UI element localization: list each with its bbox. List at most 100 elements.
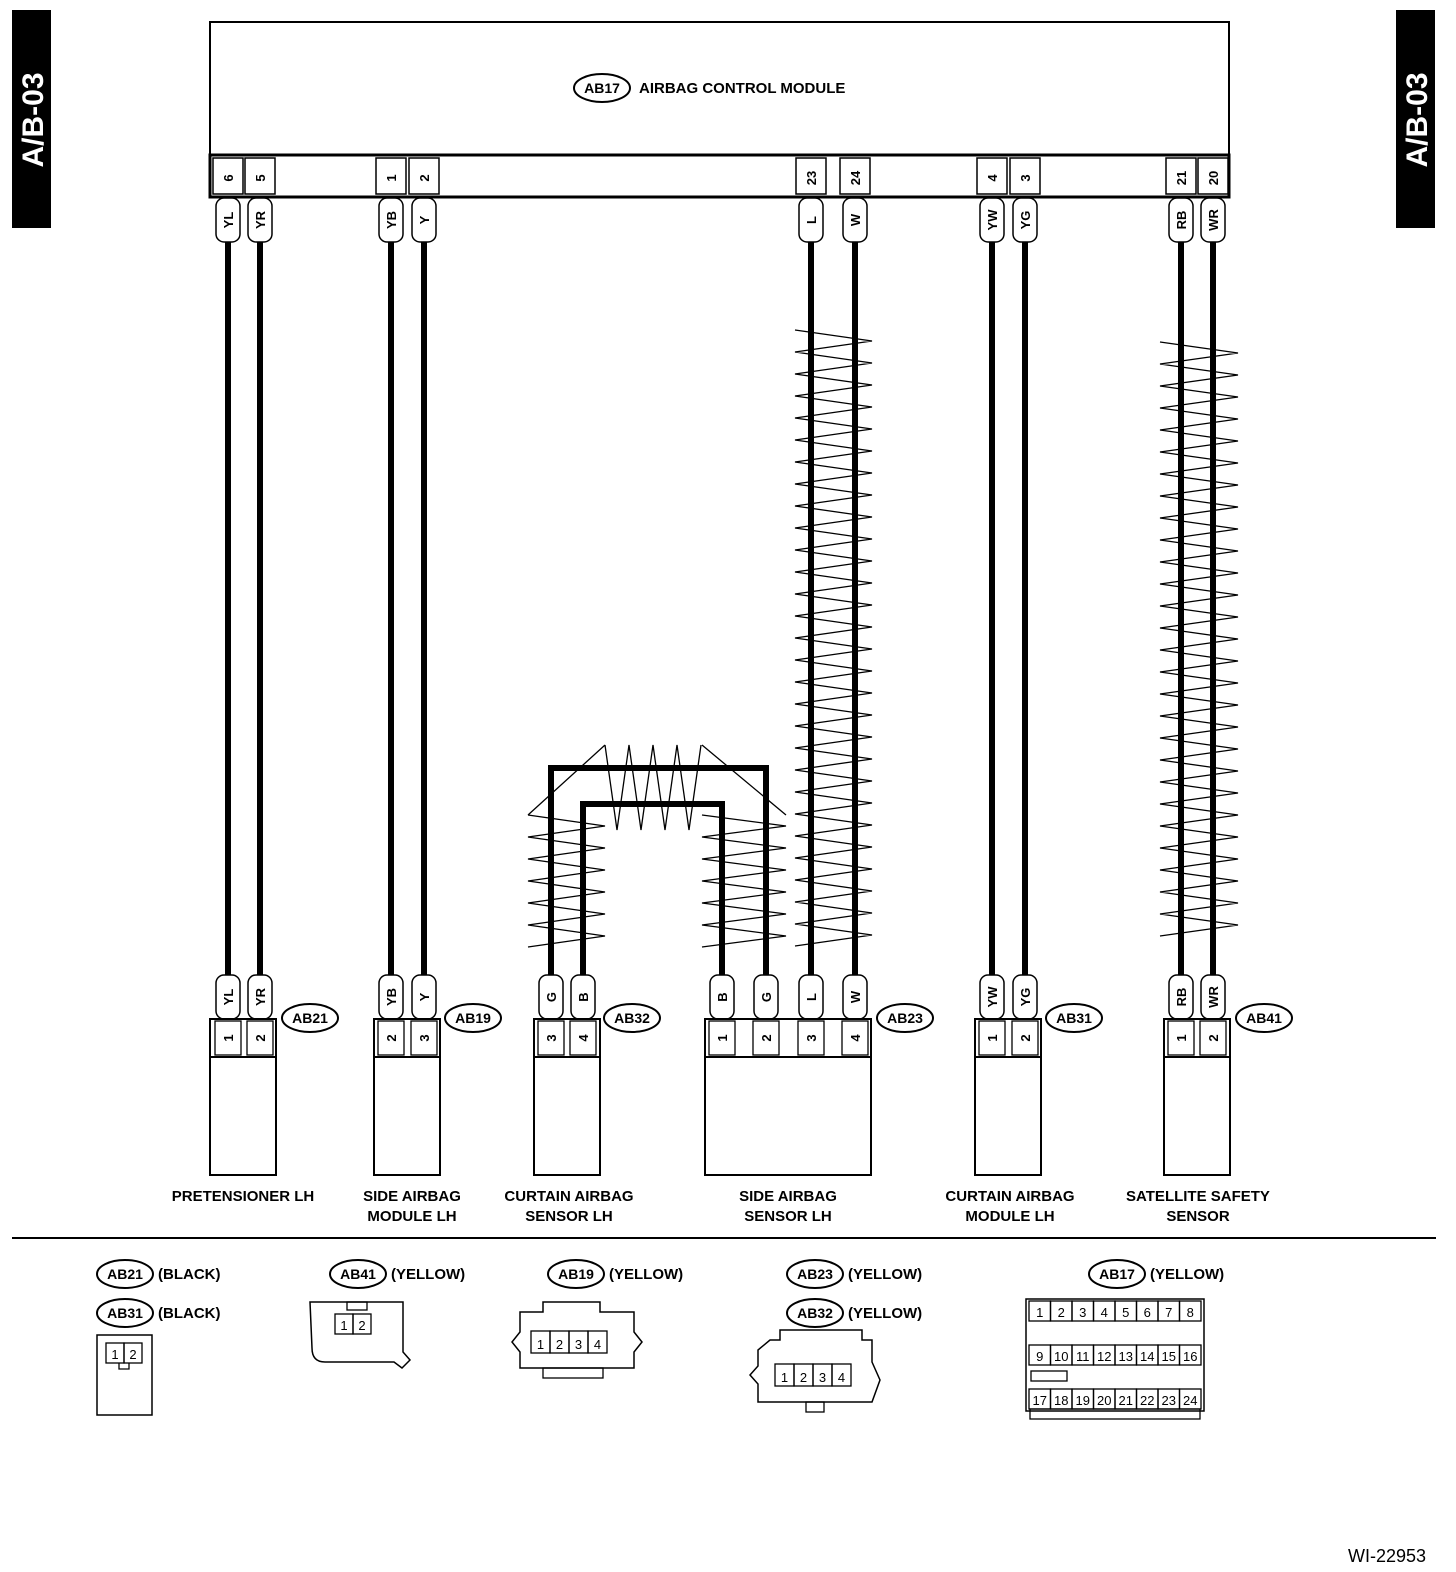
ab17-key <box>1030 1370 1068 1382</box>
ab17-housing <box>1025 1298 1205 1412</box>
twist-marking-ab32-right <box>701 814 787 948</box>
component-wire-code: G <box>544 992 559 1002</box>
ab17-face-row2-pin: 13 <box>1119 1349 1133 1364</box>
legend-connector-id: AB31 <box>107 1305 143 1321</box>
component-wire-code: YG <box>1018 988 1033 1007</box>
module-pin-cell <box>976 157 1008 195</box>
ab23-face-cell <box>831 1363 852 1387</box>
component-pin-number: 3 <box>417 1034 432 1041</box>
ab17-face-row2-pin: 10 <box>1054 1349 1068 1364</box>
connector-id: AB23 <box>887 1010 923 1026</box>
legend-connector-id: AB17 <box>1099 1266 1135 1282</box>
component-body <box>974 1056 1042 1176</box>
module-pin-number: 2 <box>417 174 432 181</box>
ab17-face-row1-pin: 6 <box>1144 1305 1151 1320</box>
component-wire-code: G <box>759 992 774 1002</box>
component-pin-cell <box>797 1020 825 1056</box>
figure-id: WI-22953 <box>1348 1546 1426 1566</box>
legend-connector-bubble <box>329 1259 387 1289</box>
control-module-connector-id: AB17 <box>584 80 620 96</box>
component-pin-number: 1 <box>221 1034 236 1041</box>
ab19-face-pin: 3 <box>575 1337 582 1352</box>
module-wire-code: YG <box>1018 211 1033 230</box>
ab41-housing <box>309 1301 412 1369</box>
module-pin-number: 24 <box>848 170 863 185</box>
module-pin-cell <box>408 157 440 195</box>
ab17-base <box>1029 1408 1201 1420</box>
ab17-face-row1-pin: 1 <box>1036 1305 1043 1320</box>
ab17-face-row1-pin: 3 <box>1079 1305 1086 1320</box>
ab41-face-pin: 2 <box>358 1318 365 1333</box>
connector-id: AB32 <box>614 1010 650 1026</box>
component-wire-code: YR <box>253 987 268 1006</box>
legend-connector-bubble <box>96 1259 154 1289</box>
twist-marking-ab41-rb-wr <box>1159 341 1239 937</box>
component-wire-code: WR <box>1206 986 1221 1008</box>
legend-connector-color: (YELLOW) <box>1150 1266 1224 1283</box>
legend-connector-id: AB41 <box>340 1266 376 1282</box>
legend-tag-ab17: AB17 (YELLOW) <box>1088 1259 1224 1289</box>
ab17-face-row2-cell <box>1178 1344 1202 1366</box>
wire-ab32-ab23-b <box>580 801 725 976</box>
legend-connector-color: (YELLOW) <box>848 1305 922 1322</box>
legend-connector-id: AB21 <box>107 1266 143 1282</box>
legend-connector-bubble <box>1088 1259 1146 1289</box>
ab17-face-row1-pin: 7 <box>1165 1305 1172 1320</box>
ab19-face-pin: 1 <box>537 1337 544 1352</box>
ab17-face-row2-pin: 12 <box>1097 1349 1111 1364</box>
module-pin-number: 4 <box>985 174 1000 182</box>
legend-connector-color: (BLACK) <box>158 1305 220 1322</box>
ab17-face-row3-pin: 22 <box>1140 1393 1154 1408</box>
ab17-face-row2-pin: 9 <box>1036 1349 1043 1364</box>
connector-bubble <box>281 1003 339 1033</box>
component-pin-cell <box>1011 1020 1039 1056</box>
ab41-latch <box>346 1301 368 1311</box>
legend-tag-ab32: AB32(YELLOW) <box>786 1298 922 1328</box>
ab41-face-pin: 1 <box>340 1318 347 1333</box>
legend-connector-color: (YELLOW) <box>609 1266 683 1283</box>
component-pin-number: 3 <box>804 1034 819 1041</box>
component-pin-number: 1 <box>1174 1034 1189 1041</box>
legend-connector-color: (YELLOW) <box>848 1266 922 1283</box>
module-pin-number: 23 <box>804 171 819 185</box>
ab21-housing <box>96 1334 153 1416</box>
legend-connector-bubble <box>547 1259 605 1289</box>
left-side-tab-text: A/B-03 <box>17 72 50 167</box>
component-pin-cell <box>1167 1020 1195 1056</box>
component-pin-number: 4 <box>848 1034 863 1042</box>
component-pin-cell <box>410 1020 438 1056</box>
ab23-face-pin: 4 <box>838 1370 845 1385</box>
module-wire-code: WR <box>1206 209 1221 231</box>
legend-tag-ab19: AB19(YELLOW) <box>547 1259 683 1289</box>
component-body <box>1163 1056 1231 1176</box>
component-label-line2: SENSOR <box>1166 1208 1230 1225</box>
legend-tag-ab41: AB41(YELLOW) <box>329 1259 465 1289</box>
right-side-tab-text: A/B-03 <box>1401 72 1434 167</box>
module-wire-code: YW <box>985 209 1000 231</box>
ab21-face-pin: 2 <box>129 1347 136 1362</box>
ab19-face-pin: 2 <box>556 1337 563 1352</box>
airbag-control-module: AB17 AIRBAG CONTROL MODULE <box>208 21 1231 199</box>
module-pin-number: 20 <box>1206 171 1221 185</box>
ab17-face-row1-pin: 4 <box>1101 1305 1108 1320</box>
component-pin-cell <box>1199 1020 1227 1056</box>
module-pin-cell <box>1165 157 1197 195</box>
ab17-face-row3-pin: 20 <box>1097 1393 1111 1408</box>
component-pin-cell <box>569 1020 597 1056</box>
ab17-face-row3-pin: 19 <box>1076 1393 1090 1408</box>
ab41-face-cell <box>352 1313 372 1335</box>
ab23-face-pin: 1 <box>781 1370 788 1385</box>
connector-bubble <box>603 1003 661 1033</box>
ab17-face-row2-pin: 16 <box>1183 1349 1197 1364</box>
component-label-line1: PRETENSIONER LH <box>172 1188 315 1205</box>
component-pin-number: 3 <box>544 1034 559 1041</box>
module-pin-number: 6 <box>221 174 236 181</box>
connector-legend: AB21(BLACK)AB31(BLACK)AB41(YELLOW)AB19(Y… <box>96 1259 1224 1420</box>
ab17-face-row3-pin: 24 <box>1183 1393 1197 1408</box>
ab17-face-row3-pin: 23 <box>1162 1393 1176 1408</box>
ab23-tab <box>805 1401 825 1413</box>
component-pin-number: 2 <box>384 1034 399 1041</box>
connector-bubble <box>876 1003 934 1033</box>
